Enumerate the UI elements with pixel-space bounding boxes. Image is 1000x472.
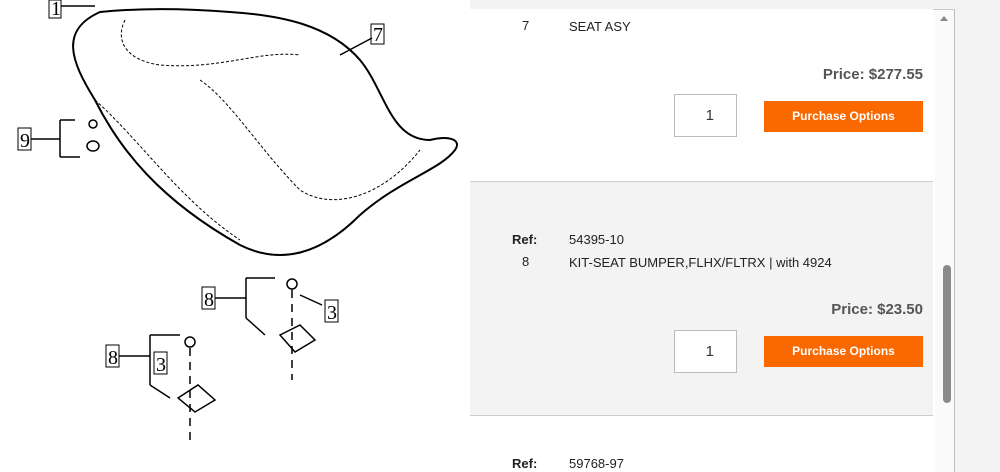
callout-7: 7 <box>373 24 383 46</box>
callout-3b: 3 <box>156 354 166 376</box>
callout-8b: 8 <box>108 347 118 369</box>
callout-9: 9 <box>20 130 30 152</box>
parts-list: 7 SEAT ASY Price: $277.55 1 Purchase Opt… <box>470 9 955 472</box>
ref-label: Ref: <box>512 456 538 471</box>
scroll-up-arrow-icon[interactable] <box>940 16 948 21</box>
part-row: Ref: 59768-97 <box>470 416 933 472</box>
ref-number: 7 <box>522 18 530 33</box>
callout-8: 8 <box>204 289 214 311</box>
scrollbar-thumb[interactable] <box>943 265 951 403</box>
price: Price: $277.55 <box>822 66 923 83</box>
parts-diagram: 7 1 9 8 3 8 3 <box>0 0 470 472</box>
ref-label: Ref: <box>512 232 538 247</box>
part-row: 7 SEAT ASY Price: $277.55 1 Purchase Opt… <box>470 9 933 182</box>
callout-3: 3 <box>327 302 337 324</box>
price: Price: $23.50 <box>831 301 923 318</box>
callout-1: 1 <box>51 0 61 20</box>
quantity-input[interactable]: 1 <box>674 94 737 137</box>
part-number: 54395-10 <box>569 232 624 247</box>
part-description: SEAT ASY <box>569 19 631 34</box>
ref-number: 8 <box>522 254 530 269</box>
seat-diagram-image: 7 1 9 8 3 8 3 <box>17 0 458 440</box>
scrollbar[interactable] <box>935 10 954 472</box>
part-number: 59768-97 <box>569 456 624 471</box>
purchase-options-button[interactable]: Purchase Options <box>764 101 923 132</box>
part-description: KIT-SEAT BUMPER,FLHX/FLTRX | with 4924 <box>569 255 832 270</box>
quantity-input[interactable]: 1 <box>674 330 737 373</box>
purchase-options-button[interactable]: Purchase Options <box>764 336 923 367</box>
part-row: Ref: 54395-10 8 KIT-SEAT BUMPER,FLHX/FLT… <box>470 182 933 416</box>
